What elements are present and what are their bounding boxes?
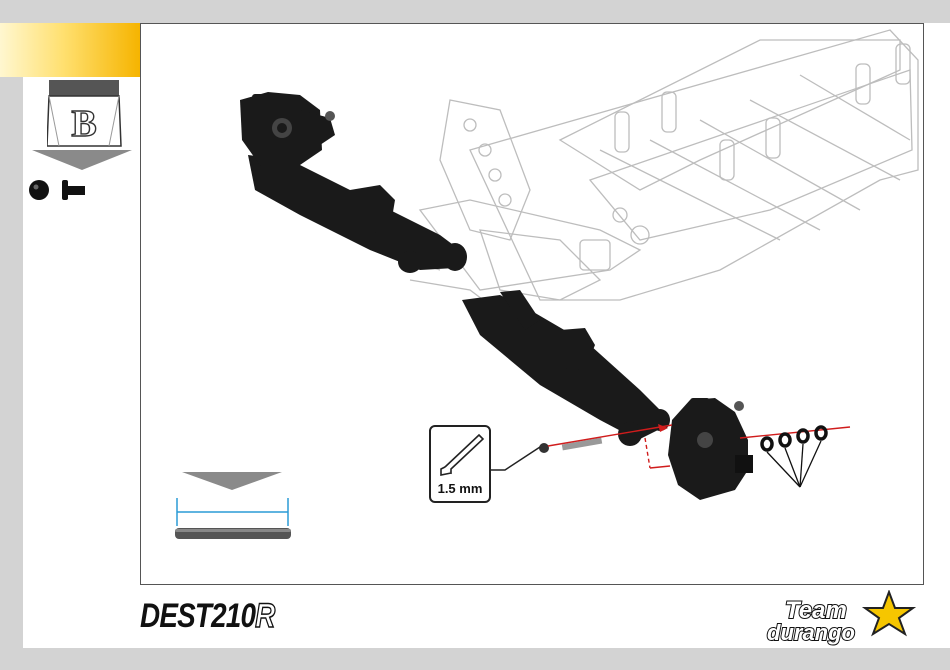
flat-head-screw-icon bbox=[62, 180, 85, 200]
model-logo-suffix: R bbox=[255, 597, 274, 635]
bag-letter: B bbox=[71, 103, 96, 145]
front-arm-left bbox=[248, 155, 467, 273]
star-icon bbox=[865, 592, 913, 634]
tool-size-label: 1.5 mm bbox=[431, 481, 489, 496]
chassis-outline bbox=[380, 30, 918, 320]
hinge-pin bbox=[562, 438, 602, 451]
hardware-icons bbox=[28, 178, 88, 204]
brand-logo: Team durango bbox=[765, 590, 921, 646]
shim-washers bbox=[762, 427, 826, 450]
top-margin bbox=[0, 0, 950, 23]
model-logo: DEST210R bbox=[140, 598, 274, 634]
down-arrow-icon bbox=[32, 150, 132, 172]
ball-stud-icon bbox=[29, 180, 49, 200]
brand-logo-line2: durango bbox=[767, 620, 855, 645]
shim-callout-lines bbox=[767, 441, 821, 487]
tool-callout-box: 1.5 mm bbox=[429, 425, 491, 503]
left-margin bbox=[0, 0, 23, 670]
model-logo-main: DEST210 bbox=[140, 597, 255, 635]
tool-callout-line bbox=[491, 447, 540, 470]
step-number-tab bbox=[0, 23, 140, 77]
pin-length-guide bbox=[172, 470, 296, 542]
right-steering-hub bbox=[668, 398, 753, 500]
down-arrow-icon bbox=[182, 472, 282, 490]
parts-bag-icon: B bbox=[47, 80, 123, 148]
bottom-margin bbox=[0, 648, 950, 670]
left-steering-hub bbox=[240, 92, 335, 168]
front-arm-right bbox=[462, 290, 670, 446]
hex-key-icon bbox=[433, 429, 491, 479]
pin-screw bbox=[539, 443, 549, 453]
